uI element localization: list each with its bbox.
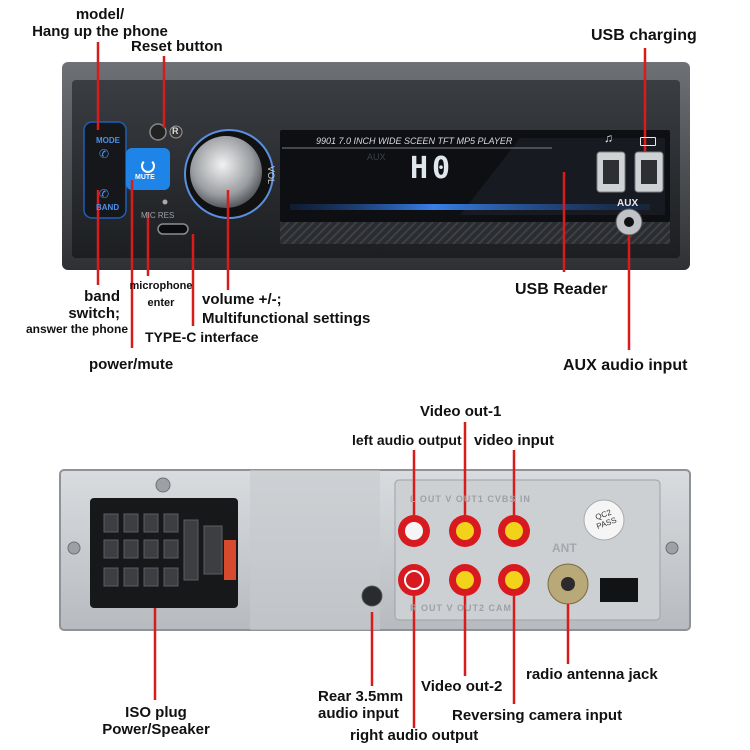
label-iso-line1: ISO plug	[125, 704, 187, 721]
label-video-out2: Video out-2	[421, 678, 503, 695]
label-aux-input: AUX audio input	[563, 357, 688, 374]
label-multifunctional: Multifunctional settings	[202, 310, 371, 327]
label-band: band switch; answer the phone	[26, 288, 129, 336]
rear-35mm-jack[interactable]	[361, 585, 383, 607]
screw-top	[155, 477, 171, 493]
ant-text: ANT	[552, 541, 577, 555]
qc-pass-badge	[583, 499, 625, 541]
label-iso-line2: Power/Speaker	[102, 721, 210, 739]
bottom-emboss-text: R OUT V OUT2 CAM	[410, 603, 513, 613]
back-panel-inset	[250, 470, 380, 630]
phone-icon: ✆	[99, 147, 110, 161]
iso-pin-grid	[103, 513, 223, 587]
front-unit	[62, 62, 690, 270]
label-radio-antenna: radio antenna jack	[526, 666, 658, 683]
ring-label: R	[172, 126, 179, 136]
mute-label: MUTE	[135, 174, 155, 181]
aux-jack-hole	[624, 217, 634, 227]
label-reversing: Reversing camera input	[452, 707, 623, 724]
lower-stripes	[280, 222, 670, 244]
label-video-out1: Video out-1	[420, 403, 502, 420]
display-readout: H0	[410, 151, 455, 186]
label-volume: volume +/-;	[202, 291, 282, 308]
aux-small-label: AUX	[367, 152, 386, 162]
rca-camera-center	[505, 571, 523, 589]
vol-label: VOL	[266, 166, 276, 185]
pointer-lines	[96, 42, 647, 728]
band-button-label[interactable]: BAND	[96, 203, 120, 212]
rca-right-audio-center	[404, 570, 424, 590]
label-band-line2: switch;	[68, 305, 120, 323]
label-model-line2: Hang up the phone	[32, 23, 168, 41]
fuse	[224, 540, 236, 580]
label-video-input: video input	[474, 432, 554, 449]
label-typec: TYPE-C interface	[145, 329, 259, 345]
reset-button[interactable]	[149, 123, 167, 141]
label-microphone-line2: enter	[147, 296, 175, 309]
rca-bottom-row	[398, 564, 530, 596]
rca-video-out2-center	[456, 571, 474, 589]
label-usb-charging: USB charging	[591, 27, 697, 44]
label-rear-35-line1: Rear 3.5mm	[318, 688, 404, 705]
label-model-line1: model/	[75, 6, 125, 23]
rca-top-row	[398, 515, 530, 547]
label-rear-35: Rear 3.5mm audio input	[318, 688, 418, 723]
top-emboss-text: L OUT V OUT1 CVBS IN	[410, 494, 531, 504]
usb-charging-slot	[641, 160, 657, 184]
phone-answer-icon: ✆	[99, 187, 110, 201]
label-iso-plug: ISO plug Power/Speaker	[86, 704, 226, 739]
screw-right	[665, 541, 679, 555]
screw-left	[67, 541, 81, 555]
typec-port[interactable]	[157, 223, 189, 235]
label-rear-35-line2: audio input	[318, 705, 399, 723]
mic-res-label: MIC RES	[141, 211, 175, 220]
antenna-jack-hole	[561, 577, 575, 591]
ring-icon	[169, 125, 183, 139]
rca-left-audio-center	[405, 522, 423, 540]
label-model: model/ Hang up the phone	[30, 6, 170, 41]
back-unit	[59, 469, 691, 631]
black-label	[600, 578, 638, 602]
battery-icon	[640, 137, 656, 146]
rca-video-out1-center	[456, 522, 474, 540]
label-right-audio: right audio output	[350, 727, 479, 744]
display-blue-glow	[290, 204, 650, 210]
display-header-text: 9901 7.0 INCH WIDE SCEEN TFT MP5 PLAYER	[316, 136, 513, 146]
label-usb-reader: USB Reader	[515, 281, 608, 298]
label-reset: Reset button	[131, 38, 223, 55]
music-note-icon: ♫	[604, 131, 613, 145]
power-icon	[141, 159, 155, 173]
rca-video-in-center	[505, 522, 523, 540]
microphone-hole	[162, 199, 168, 205]
label-band-line1: band	[84, 288, 120, 305]
volume-knob[interactable]	[190, 136, 262, 208]
label-left-audio: left audio output	[352, 432, 462, 448]
label-band-line3: answer the phone	[26, 321, 129, 336]
label-microphone-line1: microphone	[129, 280, 193, 292]
usb-reader-slot	[603, 160, 619, 184]
mode-button-label[interactable]: MODE	[96, 136, 120, 145]
label-power-mute: power/mute	[89, 356, 174, 373]
aux-label: AUX	[617, 198, 639, 209]
label-microphone: microphone enter	[128, 280, 194, 309]
